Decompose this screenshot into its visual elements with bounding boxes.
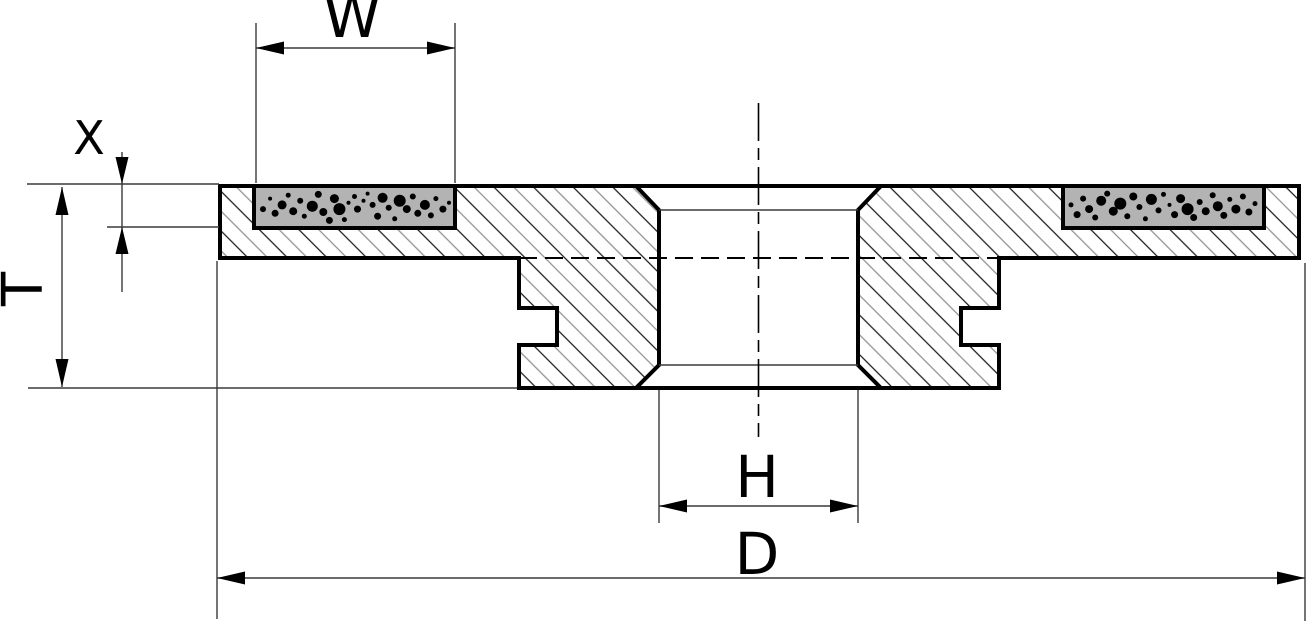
grit-dot	[1108, 206, 1118, 216]
grit-dot	[1124, 213, 1131, 220]
grit-dot	[374, 212, 382, 220]
abrasive-segment-left	[252, 184, 457, 230]
grit-dot	[1142, 216, 1148, 222]
abrasive-grit-dots-left	[260, 190, 451, 224]
dimension-x: X	[27, 111, 219, 292]
grit-dot	[1231, 204, 1241, 214]
grit-dot	[333, 203, 346, 216]
dimension-d-label: D	[735, 520, 780, 588]
grit-dot	[1085, 205, 1094, 214]
grit-dot	[1209, 192, 1216, 199]
w-arrow-right	[427, 41, 455, 55]
grit-dot	[1252, 201, 1258, 207]
grit-dot	[447, 200, 451, 205]
grit-dot	[1155, 207, 1162, 214]
grit-dot	[1092, 214, 1099, 221]
grit-dot	[1176, 194, 1186, 204]
abrasive-segment-right	[1061, 184, 1266, 230]
grit-dot	[393, 194, 406, 207]
grit-dot	[1145, 193, 1157, 205]
dimension-w: W	[255, 0, 456, 183]
grit-dot	[385, 204, 392, 211]
grit-dot	[1096, 195, 1107, 206]
grit-dot	[414, 209, 422, 217]
grit-dot	[268, 196, 273, 201]
dimension-x-label: X	[73, 111, 105, 165]
grit-dot	[314, 190, 322, 198]
grit-dot	[1181, 203, 1194, 216]
grit-dot	[1080, 195, 1087, 202]
grit-dot	[319, 208, 328, 216]
d-arrow-left	[217, 571, 245, 585]
t-arrow-top	[55, 187, 69, 215]
grit-dot	[329, 194, 339, 204]
grit-dot	[1171, 211, 1179, 219]
h-arrow-right	[830, 499, 858, 513]
dimension-h-label: H	[735, 443, 779, 511]
grit-dot	[260, 206, 266, 213]
grit-dot	[1167, 202, 1172, 207]
dimension-w-label: W	[323, 0, 380, 51]
grit-dot	[346, 200, 351, 205]
grit-dot	[365, 191, 370, 196]
grit-dot	[409, 193, 416, 200]
grit-dot	[271, 209, 279, 217]
grit-dot	[427, 212, 434, 219]
grit-dot	[285, 192, 291, 198]
grit-dot	[361, 198, 366, 203]
grit-dot	[1239, 193, 1246, 200]
grit-dot	[392, 216, 398, 222]
grit-dot	[289, 207, 298, 216]
grit-dot	[1212, 201, 1223, 212]
grit-dot	[402, 205, 411, 214]
grit-dot	[1190, 214, 1198, 221]
grit-dot	[306, 200, 318, 212]
grit-dot	[377, 192, 388, 203]
dimension-d: D	[216, 261, 1306, 621]
grit-dot	[1129, 192, 1138, 201]
grit-dot	[439, 205, 447, 213]
grit-dot	[297, 197, 304, 204]
grit-dot	[277, 200, 287, 210]
x-arrow-bottom	[115, 227, 129, 254]
dimension-h: H	[658, 390, 859, 523]
t-arrow-bottom	[55, 359, 69, 387]
wheel-body	[218, 103, 1301, 437]
grit-dot	[1196, 199, 1203, 205]
grit-dot	[1136, 204, 1143, 210]
abrasive-grit-dots-right	[1068, 190, 1258, 222]
dimension-t-label: T	[0, 271, 56, 307]
grit-dot	[369, 201, 376, 208]
grit-dot	[1068, 202, 1074, 208]
grit-dot	[1104, 190, 1111, 197]
grit-dot	[341, 217, 347, 223]
grit-dot	[1073, 211, 1081, 219]
grit-dot	[354, 205, 361, 213]
grit-dot	[1245, 208, 1253, 216]
grit-dot	[301, 213, 307, 219]
grit-dot	[419, 199, 430, 210]
grit-dot	[1161, 191, 1166, 197]
h-arrow-left	[659, 499, 687, 513]
dimension-t: T	[0, 187, 517, 389]
grit-dot	[352, 194, 357, 199]
x-arrow-top	[115, 157, 129, 184]
grit-dot	[1220, 211, 1228, 219]
grit-dot	[433, 196, 439, 202]
grit-dot	[1227, 196, 1233, 202]
d-arrow-right	[1277, 571, 1305, 585]
w-arrow-left	[256, 41, 284, 55]
grit-dot	[1201, 207, 1210, 216]
grit-dot	[325, 216, 333, 224]
grit-dot	[1114, 197, 1127, 210]
